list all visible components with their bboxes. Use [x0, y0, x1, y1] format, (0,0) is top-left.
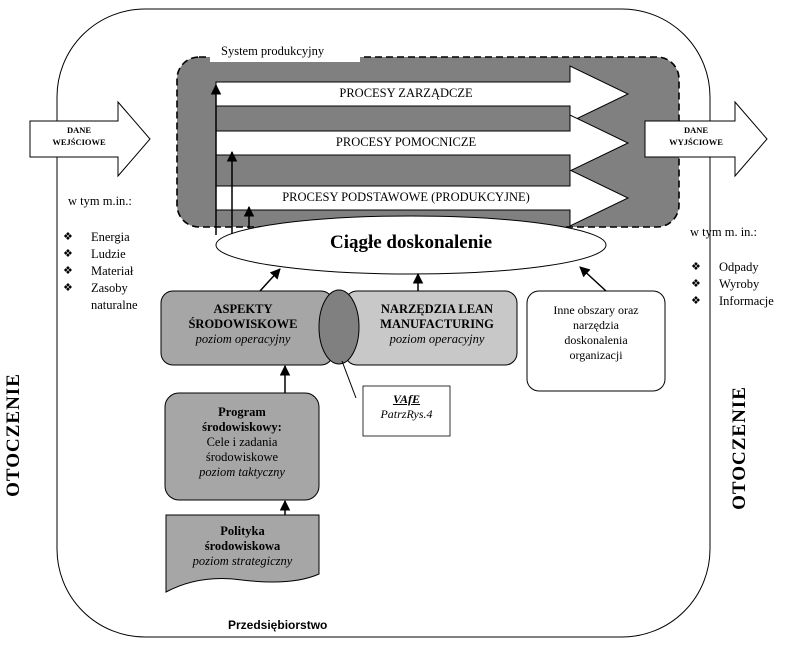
- process-arrow-support: [215, 114, 630, 172]
- policy-box: [165, 514, 320, 593]
- vafe-box: [362, 385, 451, 437]
- bullet-icon: ❖: [691, 278, 701, 290]
- program-level: poziom taktyczny: [199, 465, 285, 479]
- policy-text: Polityka środowiskowa poziom strategiczn…: [166, 524, 319, 569]
- input-arrow-label: DANE WEJŚCIOWE: [34, 124, 124, 148]
- other-line1: Inne obszary oraz: [553, 303, 639, 317]
- lean-line2: MANUFACTURING: [380, 317, 494, 331]
- input-arrow-line2: WEJŚCIOWE: [52, 137, 106, 147]
- enterprise-label: Przedsiębiorstwo: [228, 618, 328, 632]
- inputs-list: ❖Energia ❖Ludzie ❖Materiał ❖Zasoby natur…: [63, 229, 138, 314]
- program-line2: środowiskowy:: [202, 420, 282, 434]
- environment-label-left: OTOCZENIE: [3, 373, 25, 497]
- vafe-text: VAfE PatrzRys.4: [363, 392, 450, 422]
- system-label: System produkcyjny: [221, 44, 325, 58]
- other-line2: narzędzia: [573, 318, 619, 332]
- env-aspects-text: ASPEKTY ŚRODOWISKOWE poziom operacyjny: [163, 302, 323, 347]
- inputs-intro: w tym m.in.:: [68, 194, 132, 208]
- process-label-management: PROCESY ZARZĄDCZE: [339, 86, 473, 100]
- other-line4: organizacji: [569, 348, 623, 362]
- other-areas-text: Inne obszary oraz narzędzia doskonalenia…: [527, 303, 665, 363]
- process-label-support: PROCESY POMOCNICZE: [335, 135, 477, 149]
- connector-ellipse: [318, 289, 360, 365]
- arrow-other-to-ellipse: [579, 266, 607, 292]
- list-item: ❖Materiał: [63, 264, 134, 278]
- program-line3: Cele i zadania: [206, 435, 278, 449]
- env-aspects-line1: ASPEKTY: [213, 302, 273, 316]
- bullet-icon: ❖: [691, 295, 701, 307]
- policy-line2: środowiskowa: [204, 539, 281, 553]
- input-arrow: [29, 100, 151, 178]
- other-areas-box: [526, 290, 666, 392]
- program-line1: Program: [218, 405, 266, 419]
- output-arrow: [644, 100, 768, 178]
- arrow-env-to-ellipse: [259, 268, 281, 292]
- vafe-ref: PatrzRys.4: [380, 407, 433, 421]
- list-item: naturalne: [91, 298, 138, 312]
- process-arrow-core: [215, 169, 630, 227]
- list-item: ❖Zasoby: [63, 281, 128, 295]
- continuous-improvement-ellipse: [215, 215, 607, 275]
- environment-label-right: OTOCZENIE: [729, 386, 751, 510]
- process-arrow-management: [215, 65, 630, 123]
- bullet-icon: ❖: [691, 261, 701, 273]
- other-line3: doskonalenia: [564, 333, 628, 347]
- continuous-improvement-label: Ciągłe doskonalenie: [329, 232, 493, 253]
- program-line4: środowiskowe: [205, 450, 279, 464]
- list-item: ❖Wyroby: [691, 277, 760, 291]
- list-item: ❖Energia: [63, 230, 130, 244]
- lean-text: NARZĘDZIA LEAN MANUFACTURING poziom oper…: [357, 302, 517, 347]
- outputs-list: ❖Odpady ❖Wyroby ❖Informacje: [691, 259, 774, 310]
- outputs-intro: w tym m. in.:: [690, 225, 758, 239]
- bullet-icon: ❖: [63, 282, 73, 294]
- output-arrow-label: DANE WYJŚCIOWE: [650, 124, 742, 148]
- input-arrow-line1: DANE: [66, 125, 92, 135]
- env-aspects-level: poziom operacyjny: [195, 332, 291, 346]
- program-text: Program środowiskowy: Cele i zadania śro…: [165, 405, 319, 480]
- bullet-icon: ❖: [63, 248, 73, 260]
- lean-line1: NARZĘDZIA LEAN: [380, 302, 494, 316]
- process-label-core: PROCESY PODSTAWOWE (PRODUKCYJNE): [282, 190, 530, 204]
- vafe-title: VAfE: [392, 392, 421, 406]
- bullet-icon: ❖: [63, 265, 73, 277]
- list-item: ❖Ludzie: [63, 247, 126, 261]
- list-item: ❖Odpady: [691, 260, 759, 274]
- output-arrow-line1: DANE: [683, 125, 709, 135]
- policy-line1: Polityka: [220, 524, 265, 538]
- vafe-connector-line: [341, 360, 357, 399]
- list-item: ❖Informacje: [691, 294, 774, 308]
- policy-level: poziom strategiczny: [192, 554, 293, 568]
- lean-level: poziom operacyjny: [389, 332, 485, 346]
- program-box: [164, 392, 320, 501]
- output-arrow-line2: WYJŚCIOWE: [669, 137, 723, 147]
- env-aspects-line2: ŚRODOWISKOWE: [188, 317, 298, 331]
- bullet-icon: ❖: [63, 231, 73, 243]
